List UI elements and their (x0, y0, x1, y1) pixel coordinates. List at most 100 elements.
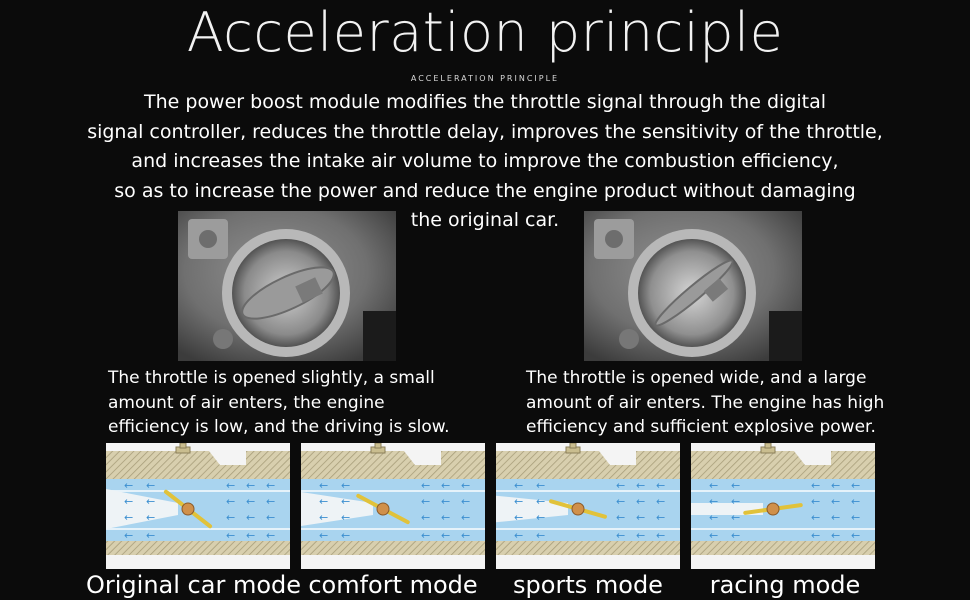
sensor-cap (764, 443, 772, 449)
flow-arrow-icon: ← (731, 529, 740, 542)
flow-arrow-icon: ← (124, 511, 133, 524)
flow-arrow-icon: ← (514, 511, 523, 524)
intro-paragraph: The power boost module modifies the thro… (85, 88, 885, 236)
flow-arrow-icon: ← (656, 529, 665, 542)
caption-line: efficiency and sufficient explosive powe… (526, 417, 876, 437)
flow-arrow-icon: ← (831, 479, 840, 492)
flow-arrow-icon: ← (811, 511, 820, 524)
flow-arrow-icon: ← (441, 479, 450, 492)
diagram-comfort-mode: ←←←←←←←←←←←←←←←←←←←← (301, 443, 485, 569)
flow-arrow-icon: ← (656, 495, 665, 508)
flow-arrow-icon: ← (514, 479, 523, 492)
flow-arrow-icon: ← (246, 529, 255, 542)
flow-arrow-icon: ← (731, 511, 740, 524)
flow-arrow-icon: ← (226, 529, 235, 542)
blocked-flow-region (106, 489, 178, 529)
flow-arrow-icon: ← (709, 529, 718, 542)
flow-arrow-icon: ← (811, 479, 820, 492)
flow-arrow-icon: ← (616, 529, 625, 542)
flow-arrow-icon: ← (514, 495, 523, 508)
flow-arrow-icon: ← (266, 511, 275, 524)
flow-arrow-icon: ← (461, 479, 470, 492)
flow-arrow-icon: ← (226, 495, 235, 508)
flow-arrow-icon: ← (514, 529, 523, 542)
flow-arrow-icon: ← (851, 529, 860, 542)
caption-line: efficiency is low, and the driving is sl… (108, 417, 450, 437)
flow-arrow-icon: ← (319, 511, 328, 524)
intro-line: and increases the intake air volume to i… (131, 150, 839, 172)
flow-arrow-icon: ← (341, 511, 350, 524)
pipe-wall-bottom (106, 541, 290, 555)
mode-label-sports: sports mode (513, 571, 663, 599)
flow-arrow-icon: ← (616, 495, 625, 508)
flow-arrow-icon: ← (461, 495, 470, 508)
flow-arrow-icon: ← (731, 479, 740, 492)
flow-arrow-icon: ← (319, 495, 328, 508)
intro-line: signal controller, reduces the throttle … (87, 120, 883, 143)
flow-arrow-icon: ← (831, 529, 840, 542)
page-subtitle: ACCELERATION PRINCIPLE (410, 74, 560, 83)
flow-arrow-icon: ← (536, 529, 545, 542)
pipe-wall-bottom (301, 541, 485, 555)
flow-arrow-icon: ← (731, 495, 740, 508)
flow-arrow-icon: ← (246, 495, 255, 508)
pipe-wall-top (106, 451, 290, 479)
flow-arrow-icon: ← (226, 511, 235, 524)
mode-label-comfort: comfort mode (308, 571, 478, 599)
caption-slightly-open: The throttle is opened slightly, a small… (108, 366, 450, 440)
flow-arrow-icon: ← (461, 529, 470, 542)
caption-wide-open: The throttle is opened wide, and a large… (526, 366, 884, 440)
diagram-original-car-mode: ←←←←←←←←←←←←←←←←←←←← (106, 443, 290, 569)
flow-arrow-icon: ← (851, 495, 860, 508)
flow-arrow-icon: ← (536, 479, 545, 492)
diagram-sports-mode: ←←←←←←←←←←←←←←←←←←←← (496, 443, 680, 569)
flow-arrow-icon: ← (319, 479, 328, 492)
flow-arrow-icon: ← (421, 511, 430, 524)
flow-arrow-icon: ← (421, 479, 430, 492)
caption-line: The throttle is opened slightly, a small (108, 368, 435, 388)
flow-arrow-icon: ← (266, 479, 275, 492)
flow-arrow-icon: ← (266, 495, 275, 508)
flow-arrow-icon: ← (421, 529, 430, 542)
valve-pivot (376, 502, 390, 516)
flow-arrow-icon: ← (656, 479, 665, 492)
flow-arrow-icon: ← (831, 511, 840, 524)
flow-arrow-icon: ← (831, 495, 840, 508)
flow-arrow-icon: ← (851, 479, 860, 492)
flow-arrow-icon: ← (146, 511, 155, 524)
flow-arrow-icon: ← (146, 479, 155, 492)
flow-arrow-icon: ← (246, 511, 255, 524)
blocked-flow-region (301, 492, 373, 526)
pipe-wall-bottom (496, 541, 680, 555)
caption-line: The throttle is opened wide, and a large (526, 368, 867, 388)
flow-arrow-icon: ← (266, 529, 275, 542)
sensor-cap (374, 443, 382, 449)
caption-line: amount of air enters. The engine has hig… (526, 392, 885, 413)
flow-arrow-icon: ← (226, 479, 235, 492)
flow-arrow-icon: ← (341, 529, 350, 542)
flow-arrow-icon: ← (636, 479, 645, 492)
page-title: Acceleration principle (186, 1, 784, 64)
flow-arrow-icon: ← (851, 511, 860, 524)
flow-arrow-icon: ← (709, 495, 718, 508)
flow-arrow-icon: ← (341, 495, 350, 508)
flow-arrow-icon: ← (319, 529, 328, 542)
flow-arrow-icon: ← (146, 529, 155, 542)
pipe-wall-top (691, 451, 875, 479)
flow-arrow-icon: ← (811, 495, 820, 508)
valve-pivot (766, 502, 780, 516)
intro-line: so as to increase the power and reduce t… (114, 179, 856, 202)
diagram-racing-mode: ←←←←←←←←←←←←←←←←←←←← (691, 443, 875, 569)
flow-arrow-icon: ← (124, 495, 133, 508)
flow-arrow-icon: ← (246, 479, 255, 492)
flow-arrow-icon: ← (536, 511, 545, 524)
pipe-wall-top (301, 451, 485, 479)
flow-arrow-icon: ← (636, 495, 645, 508)
flow-arrow-icon: ← (441, 495, 450, 508)
flow-arrow-icon: ← (124, 479, 133, 492)
flow-arrow-icon: ← (461, 511, 470, 524)
pipe-wall-top (496, 451, 680, 479)
intro-line: the original car. (410, 209, 560, 231)
flow-arrow-icon: ← (811, 529, 820, 542)
flow-arrow-icon: ← (421, 495, 430, 508)
